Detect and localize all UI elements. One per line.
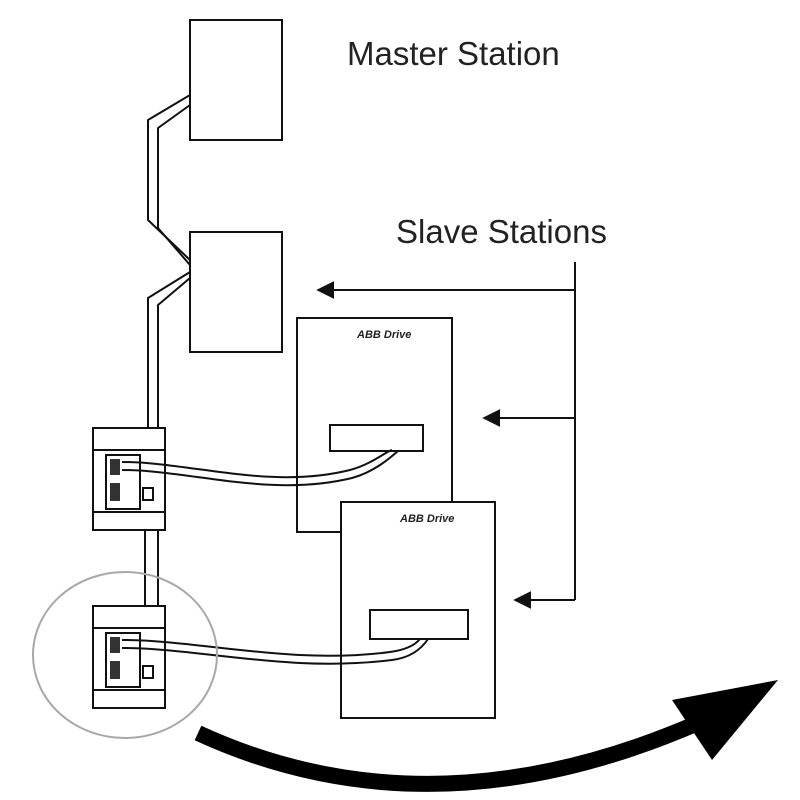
- abb-drive-2-module: [369, 609, 469, 640]
- master-station-box: [189, 19, 283, 141]
- drop-cables: [121, 449, 429, 665]
- abb-drive-1-module: [329, 424, 424, 452]
- highlight-circle: [32, 571, 218, 739]
- slave-stations-bracket: [316, 262, 576, 609]
- bus-cable: [144, 94, 191, 608]
- slave-station-box: [189, 231, 283, 353]
- signal-flow-arrow: [194, 680, 778, 792]
- slave-stations-label: Slave Stations: [396, 213, 607, 250]
- abb-drive-2-label: ABB Drive: [399, 513, 454, 525]
- master-station-label: Master Station: [347, 35, 560, 72]
- bus-connector-1: [92, 427, 166, 531]
- abb-drive-2: ABB Drive: [340, 501, 496, 719]
- abb-drive-1-label: ABB Drive: [356, 329, 411, 341]
- bus-connector-2: [92, 605, 166, 709]
- abb-drive-1: ABB Drive: [296, 317, 453, 533]
